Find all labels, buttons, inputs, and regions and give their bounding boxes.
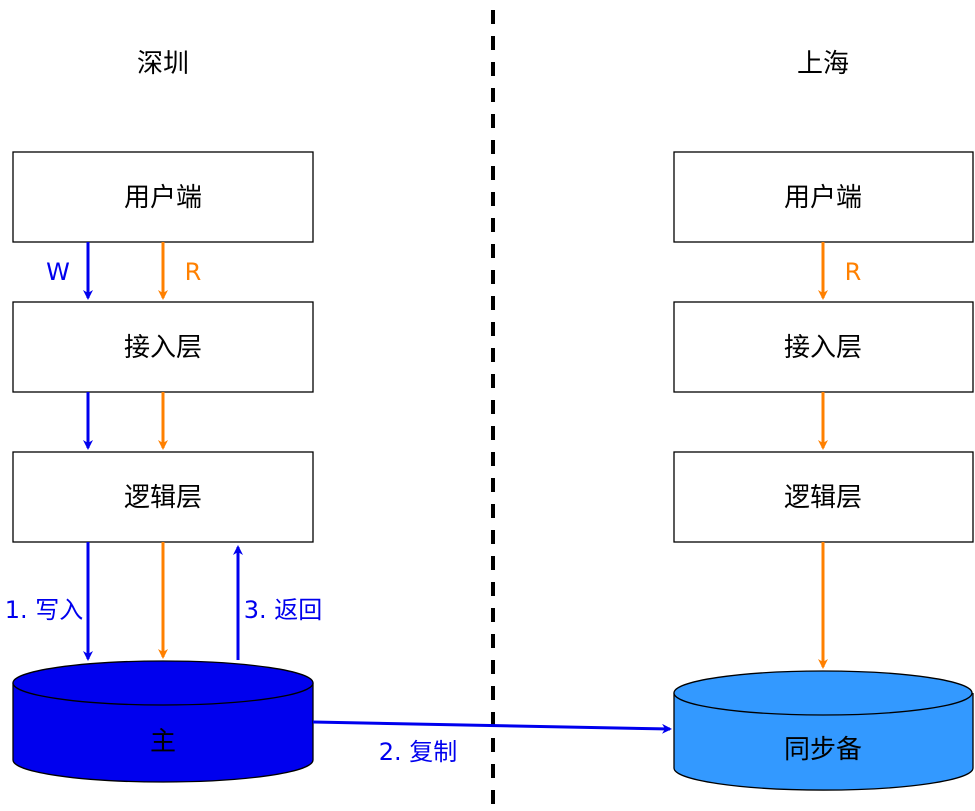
region-title-shanghai: 上海 bbox=[797, 49, 849, 79]
standby-db-label: 同步备 bbox=[784, 735, 862, 765]
primary-db-label: 主 bbox=[150, 727, 176, 757]
read-label-right: R bbox=[845, 258, 862, 286]
right-client-label: 用户端 bbox=[784, 183, 862, 213]
left-access-label: 接入层 bbox=[124, 333, 202, 363]
left-logic-box[interactable]: 逻辑层 bbox=[12, 451, 314, 543]
right-logic-box[interactable]: 逻辑层 bbox=[673, 451, 974, 543]
right-logic-label: 逻辑层 bbox=[784, 483, 862, 513]
replication-arrow bbox=[312, 720, 672, 734]
left-logic-label: 逻辑层 bbox=[124, 483, 202, 513]
left-client-label: 用户端 bbox=[124, 183, 202, 213]
left-access-box[interactable]: 接入层 bbox=[12, 301, 314, 393]
left-client-box[interactable]: 用户端 bbox=[12, 151, 314, 243]
right-client-box[interactable]: 用户端 bbox=[673, 151, 974, 243]
right-access-box[interactable]: 接入层 bbox=[673, 301, 974, 393]
step1-write-label: 1. 写入 bbox=[5, 596, 84, 624]
region-title-shenzhen: 深圳 bbox=[137, 49, 189, 79]
write-label: W bbox=[46, 258, 70, 286]
step2-replicate-label: 2. 复制 bbox=[379, 738, 458, 766]
step3-return-label: 3. 返回 bbox=[244, 596, 323, 624]
standby-db[interactable]: 同步备 bbox=[673, 670, 974, 791]
primary-db[interactable]: 主 bbox=[12, 660, 314, 783]
right-access-label: 接入层 bbox=[784, 333, 862, 363]
read-label-left: R bbox=[185, 258, 202, 286]
